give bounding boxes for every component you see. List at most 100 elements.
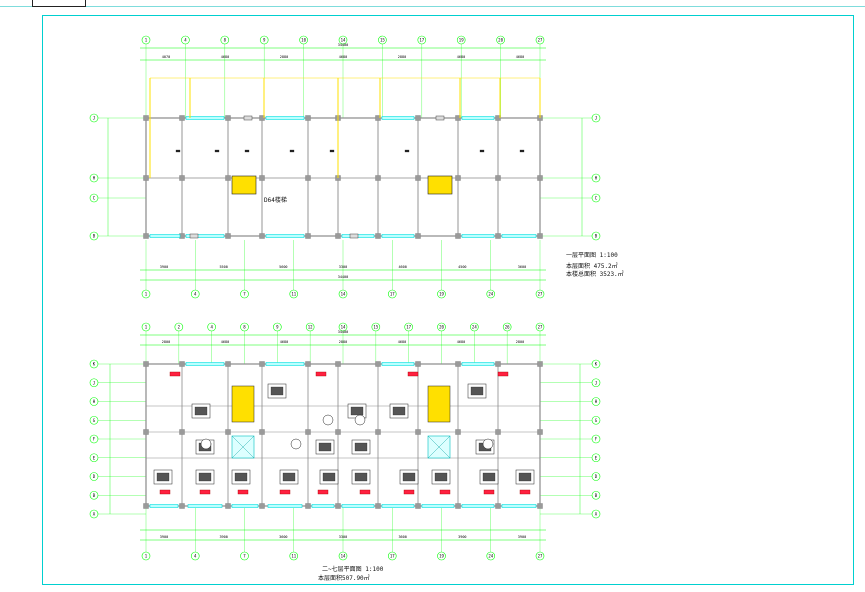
- bottom-plan-window-n: [185, 362, 225, 366]
- bottom-plan-axis-left-circle: [89, 472, 99, 481]
- bottom-plan-bottom-dim: 3900: [160, 535, 168, 539]
- bottom-plan-axis-bottom-circle: [141, 551, 151, 561]
- bottom-plan-door: [237, 489, 249, 495]
- bottom-plan-column: [143, 503, 149, 509]
- top-plan-overall-dim-top: 34400: [338, 43, 349, 47]
- top-plan-axis-top-circle: [535, 35, 545, 45]
- top-plan-column: [537, 175, 543, 181]
- top-plan-column: [225, 233, 231, 239]
- top-plan-window: [185, 234, 225, 238]
- top-plan-room-tag: [404, 149, 410, 153]
- top-plan-top-dim: 4680: [457, 55, 465, 59]
- bottom-plan-axis-top-label: 9: [276, 325, 279, 330]
- layout-tab[interactable]: [32, 0, 86, 7]
- top-plan-bottom-dim: 3300: [339, 265, 347, 269]
- top-plan-axis-bottom-label: 19: [439, 292, 444, 297]
- bottom-plan-axis-top-label: 20: [439, 325, 444, 330]
- bottom-plan-bottom-dim: 3600: [398, 535, 406, 539]
- bottom-plan-furniture-detail: [322, 472, 336, 482]
- bottom-plan-axis-left-circle: [89, 397, 99, 406]
- bottom-plan-door: [159, 489, 171, 495]
- top-plan-bottom-dim: 5600: [279, 265, 287, 269]
- bottom-plan-column: [225, 503, 231, 509]
- bottom-plan-axis-right-label: A: [595, 512, 598, 517]
- bottom-plan-axis-top-circle: [502, 322, 512, 332]
- top-plan-axis-left-label: B: [93, 234, 96, 239]
- bottom-plan-column: [305, 503, 311, 509]
- bottom-plan-column: [495, 429, 501, 435]
- top-plan-room-tag: [244, 149, 250, 153]
- bottom-plan-axis-right-circle: [591, 359, 601, 369]
- bottom-plan-column: [495, 503, 501, 509]
- bottom-plan-door: [439, 489, 451, 495]
- bottom-plan-furniture-detail: [270, 386, 284, 396]
- top-plan-axis-right-circle: [591, 231, 601, 241]
- top-plan-axis-bottom-label: 17: [390, 292, 395, 297]
- bottom-plan-axis-bottom-label: 11: [291, 554, 296, 559]
- bottom-plan-axis-left-circle: [89, 415, 99, 425]
- bottom-plan-window: [341, 504, 375, 508]
- bottom-plan-door: [519, 489, 531, 495]
- top-plan-axis-bottom-label: 11: [291, 292, 296, 297]
- bottom-plan-door: [497, 371, 509, 377]
- bottom-plan-door: [199, 489, 211, 495]
- bottom-plan-axis-right-circle: [591, 490, 601, 500]
- top-plan-area-2: 本楼总面积 3523.㎡: [566, 271, 624, 278]
- bottom-plan-table: [290, 438, 302, 450]
- bottom-plan-axis-left-circle: [89, 509, 99, 519]
- bottom-plan-top-dim: 4680: [280, 340, 288, 344]
- top-plan-axis-top-label: 1: [145, 38, 148, 43]
- bottom-plan-top-dim: 2800: [516, 340, 524, 344]
- top-plan-door: [189, 233, 199, 239]
- bottom-plan-furniture-detail: [354, 442, 368, 452]
- bottom-plan-axis-top-circle: [240, 322, 249, 332]
- top-plan-axis-left-circle: [89, 193, 99, 203]
- bottom-plan-top-dim: 2800: [162, 340, 170, 344]
- bottom-plan-axis-bottom-circle: [486, 551, 496, 561]
- top-plan-column: [143, 233, 149, 239]
- bottom-plan-elevator-x: [231, 435, 255, 459]
- top-plan-axis-top-circle: [181, 35, 190, 45]
- bottom-plan-axis-bottom-circle: [240, 551, 249, 561]
- bottom-plan-column: [375, 429, 381, 435]
- bottom-plan-axis-top-circle: [404, 322, 413, 332]
- bottom-plan-table: [482, 438, 494, 450]
- top-plan-axis-bottom-circle: [338, 289, 348, 299]
- top-plan-axis-top-circle: [378, 35, 387, 45]
- top-plan-axis-top-circle: [259, 35, 269, 45]
- top-plan-window: [149, 234, 181, 238]
- bottom-plan-axis-top-label: 1: [145, 325, 148, 330]
- top-plan-door: [435, 115, 445, 121]
- top-plan-axis-left-label: H: [93, 176, 96, 181]
- bottom-plan-axis-top-label: 15: [373, 325, 378, 330]
- top-plan-bottom-dim: 3900: [160, 265, 168, 269]
- top-plan-room-tag: [214, 149, 220, 153]
- top-plan-axis-right-label: B: [595, 234, 598, 239]
- top-plan-axis-bottom-circle: [387, 289, 397, 299]
- top-plan-column: [143, 175, 149, 181]
- top-plan-room-tag: [479, 149, 485, 153]
- bottom-plan-axis-top-label: 14: [341, 325, 346, 330]
- bottom-plan-axis-top-label: 17: [406, 325, 411, 330]
- bottom-plan-furniture-detail: [354, 472, 368, 482]
- bottom-plan-column: [305, 361, 311, 367]
- top-plan-door: [243, 115, 253, 121]
- top-plan-axis-top-circle: [220, 35, 230, 45]
- bottom-plan-furniture-detail: [198, 472, 212, 482]
- top-plan-title: 一层平面图 1:100: [566, 253, 618, 259]
- bottom-plan-door: [359, 489, 371, 495]
- bottom-plan-axis-right-label: J: [595, 380, 597, 385]
- top-plan-axis-left-label: C: [93, 196, 96, 201]
- bottom-plan-axis-bottom-circle: [387, 551, 397, 561]
- bottom-plan-column: [335, 429, 341, 435]
- bottom-plan-axis-right-label: K: [595, 362, 598, 367]
- top-plan-axis-top-label: 19: [459, 38, 464, 43]
- top-plan-window-n: [381, 116, 415, 120]
- top-plan-axis-top-label: 14: [341, 38, 346, 43]
- bottom-plan-column: [375, 503, 381, 509]
- top-plan-top-dim: 4070: [162, 55, 170, 59]
- top-plan-room-tag: [175, 149, 181, 153]
- bottom-plan-axis-top-circle: [207, 322, 216, 332]
- top-plan-window-n: [185, 116, 225, 120]
